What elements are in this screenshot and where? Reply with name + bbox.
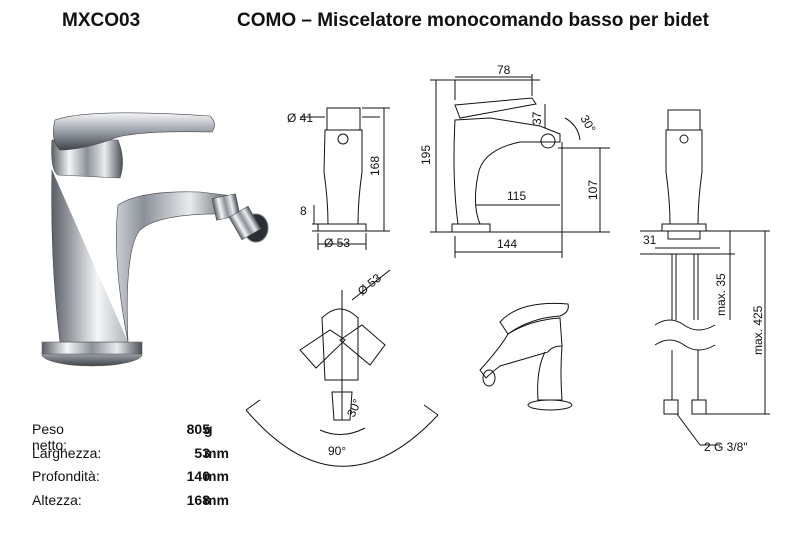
- side-spout-height: 107: [586, 180, 600, 200]
- product-title: COMO – Miscelatore monocomando basso per…: [237, 10, 709, 31]
- install-max-thickness: max. 35: [714, 273, 728, 316]
- install-max-length: max. 425: [751, 305, 765, 355]
- side-width-top: 78: [497, 63, 511, 77]
- top-angle-small: 30°: [344, 397, 364, 420]
- side-lever-height: 37: [530, 111, 544, 125]
- front-diameter-base: Ø 53: [324, 236, 350, 250]
- top-view: [245, 269, 439, 467]
- side-view: [430, 74, 610, 258]
- front-base-height: 8: [300, 204, 307, 218]
- spec-unit: g: [204, 421, 213, 437]
- front-view: [300, 107, 390, 250]
- spec-unit: mm: [204, 444, 229, 461]
- faucet-photo: [41, 112, 269, 367]
- side-spout-reach: 115: [507, 189, 526, 203]
- spec-value: 805: [186, 421, 210, 437]
- side-angle: 30°: [577, 113, 598, 136]
- spec-label: Altezza:: [32, 491, 82, 508]
- spec-label: Profondità:: [32, 468, 100, 484]
- front-diameter-top: Ø 41: [287, 111, 313, 125]
- top-diameter: Ø 53: [355, 271, 384, 299]
- installation-view: [640, 109, 770, 446]
- install-hole: 31: [643, 233, 657, 247]
- perspective-view: [479, 302, 573, 411]
- spec-unit: mm: [204, 491, 229, 508]
- front-height: 168: [368, 156, 382, 176]
- product-code: MXCO03: [62, 10, 141, 31]
- install-connection: 2 G 3/8": [704, 440, 748, 454]
- spec-label: Peso netto:: [32, 421, 68, 453]
- spec-label: Larghezza:: [32, 444, 102, 461]
- spec-unit: mm: [204, 468, 229, 484]
- side-depth: 144: [497, 237, 517, 251]
- spec-value: 168: [186, 491, 210, 508]
- side-total-height: 195: [419, 145, 433, 165]
- top-angle-large: 90°: [328, 444, 346, 458]
- spec-value: 53: [194, 444, 210, 461]
- spec-value: 140: [186, 468, 210, 484]
